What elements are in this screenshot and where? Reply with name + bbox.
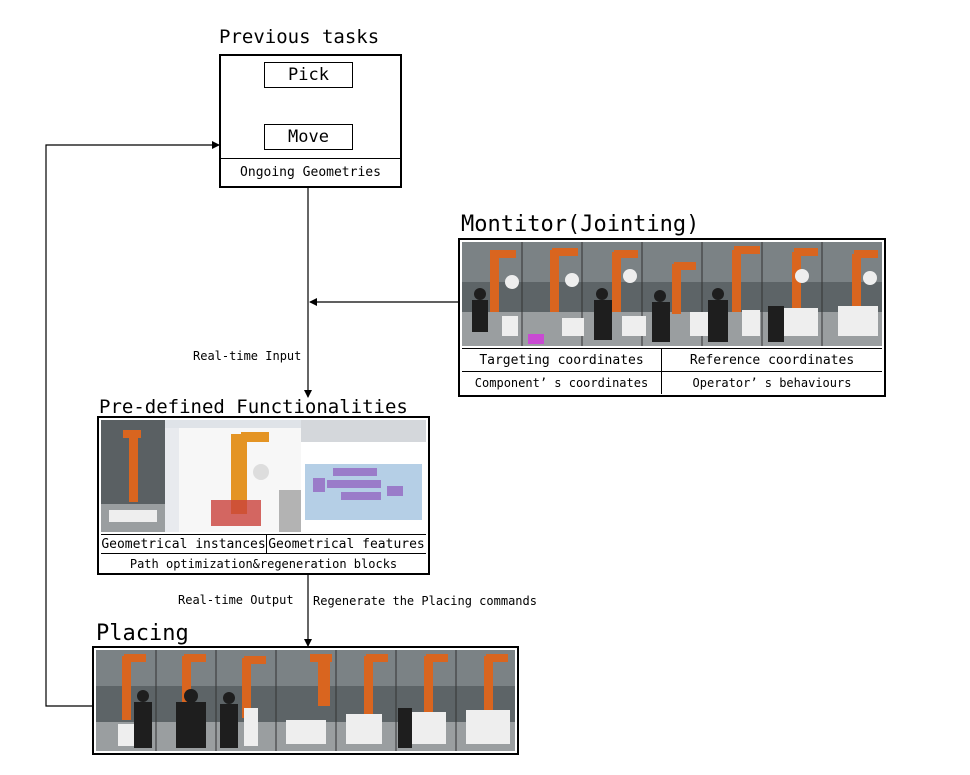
functionalities-screenshots bbox=[101, 420, 426, 532]
previous-tasks-title: Previous tasks bbox=[219, 26, 380, 48]
geometrical-instances-cell: Geometrical instances bbox=[101, 534, 267, 553]
functionalities-box: Geometrical instances Geometrical featur… bbox=[97, 416, 430, 575]
realtime-input-label: Real-time Input bbox=[193, 349, 302, 363]
functionalities-image-strip bbox=[101, 420, 426, 532]
move-step: Move bbox=[264, 124, 353, 150]
regenerate-commands-label: Regenerate the Placing commands bbox=[313, 594, 537, 608]
previous-tasks-box: Pick Move Ongoing Geometries bbox=[219, 54, 402, 188]
path-optimization-cell: Path optimization&regeneration blocks bbox=[101, 553, 426, 573]
pick-step: Pick bbox=[264, 62, 353, 88]
monitor-title: Montitor(Jointing) bbox=[461, 212, 700, 237]
monitor-photo-strip bbox=[462, 242, 882, 346]
realtime-output-label: Real-time Output bbox=[178, 593, 294, 607]
placing-title: Placing bbox=[96, 621, 189, 646]
feedback-loop-arrow bbox=[45, 141, 220, 707]
reference-coordinates-cell: Reference coordinates bbox=[662, 348, 882, 371]
ongoing-geometries-label: Ongoing Geometries bbox=[221, 158, 400, 186]
placing-box bbox=[92, 646, 519, 755]
monitor-jointing-photos bbox=[462, 242, 882, 346]
monitor-box: Targeting coordinates Reference coordina… bbox=[458, 238, 886, 397]
placing-photos bbox=[96, 650, 515, 751]
targeting-coordinates-cell: Targeting coordinates bbox=[462, 348, 662, 371]
functionalities-title: Pre-defined Functionalities bbox=[99, 396, 408, 418]
operator-behaviours-cell: Operator’ s behaviours bbox=[662, 371, 882, 394]
placing-photo-strip bbox=[96, 650, 515, 751]
component-coordinates-cell: Component’ s coordinates bbox=[462, 371, 662, 394]
geometrical-features-cell: Geometrical features bbox=[267, 534, 426, 553]
